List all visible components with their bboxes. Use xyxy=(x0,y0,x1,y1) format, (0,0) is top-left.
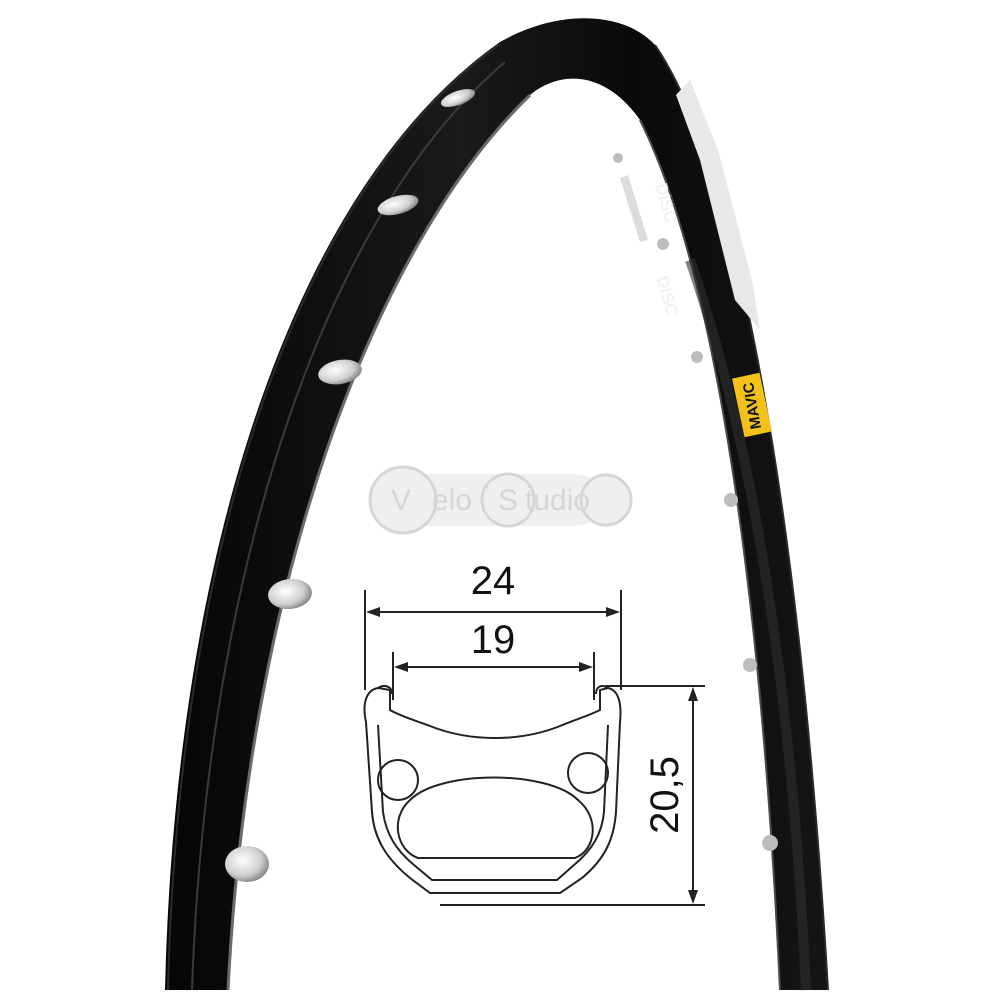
watermark: V elo S tudio xyxy=(368,465,633,535)
profile-left-chamber xyxy=(377,759,419,801)
rim-hoop xyxy=(165,18,829,991)
spoke-hole xyxy=(318,359,362,385)
spoke-hole xyxy=(440,88,476,108)
profile-inner-contour xyxy=(377,724,609,881)
eyelet-hole xyxy=(762,835,778,851)
rim-right-sheen xyxy=(685,258,811,991)
dim-inner-width-label: 19 xyxy=(471,618,516,662)
eyelet-hole xyxy=(691,351,703,363)
eyelet-hole xyxy=(657,238,669,250)
dim-height-arrow-top xyxy=(688,687,698,701)
brand-label xyxy=(732,372,772,438)
rim-profile xyxy=(363,685,622,894)
dim-outer-width-label: 24 xyxy=(471,559,516,603)
profile-right-hook xyxy=(595,685,609,695)
watermark-circle-s xyxy=(480,472,536,528)
dim-inner-arrow-right xyxy=(579,662,593,672)
decal-disc-2: DISC xyxy=(652,274,681,318)
profile-left-hook xyxy=(377,685,393,695)
spoke-hole xyxy=(268,578,312,610)
watermark-text-elo: elo xyxy=(432,484,472,517)
decal-graphic xyxy=(676,80,760,330)
watermark-initial-s: S xyxy=(498,484,518,517)
rim-channel-line xyxy=(191,61,506,991)
spoke-holes xyxy=(225,88,778,882)
spoke-hole xyxy=(377,194,419,216)
profile-outer-contour xyxy=(363,686,622,894)
dim-height-label: 20,5 xyxy=(643,756,687,834)
watermark-text-tudio: tudio xyxy=(525,484,590,517)
rim-decals: DISC DISC MAVIC xyxy=(620,80,772,438)
dim-height-arrow-bottom xyxy=(688,890,698,904)
dim-outer-arrow-left xyxy=(366,607,380,617)
decal-stripe xyxy=(620,175,648,242)
eyelet-hole xyxy=(743,658,757,672)
watermark-circle-v xyxy=(368,465,438,535)
dim-outer-arrow-right xyxy=(606,607,620,617)
rim-inner-edge xyxy=(226,93,532,991)
watermark-circle-end xyxy=(579,473,633,527)
rim-right-inner-edge xyxy=(639,119,781,991)
spoke-hole xyxy=(225,846,269,882)
eyelet-hole xyxy=(724,493,738,507)
dim-inner-arrow-left xyxy=(394,662,408,672)
rim-body xyxy=(165,18,828,991)
dimension-lines xyxy=(364,590,705,906)
watermark-initial-v: V xyxy=(391,484,411,517)
rim-outer-edge xyxy=(167,43,501,991)
profile-right-chamber xyxy=(567,752,609,794)
eyelet-hole xyxy=(613,153,623,163)
profile-chamber-wall xyxy=(396,776,594,859)
